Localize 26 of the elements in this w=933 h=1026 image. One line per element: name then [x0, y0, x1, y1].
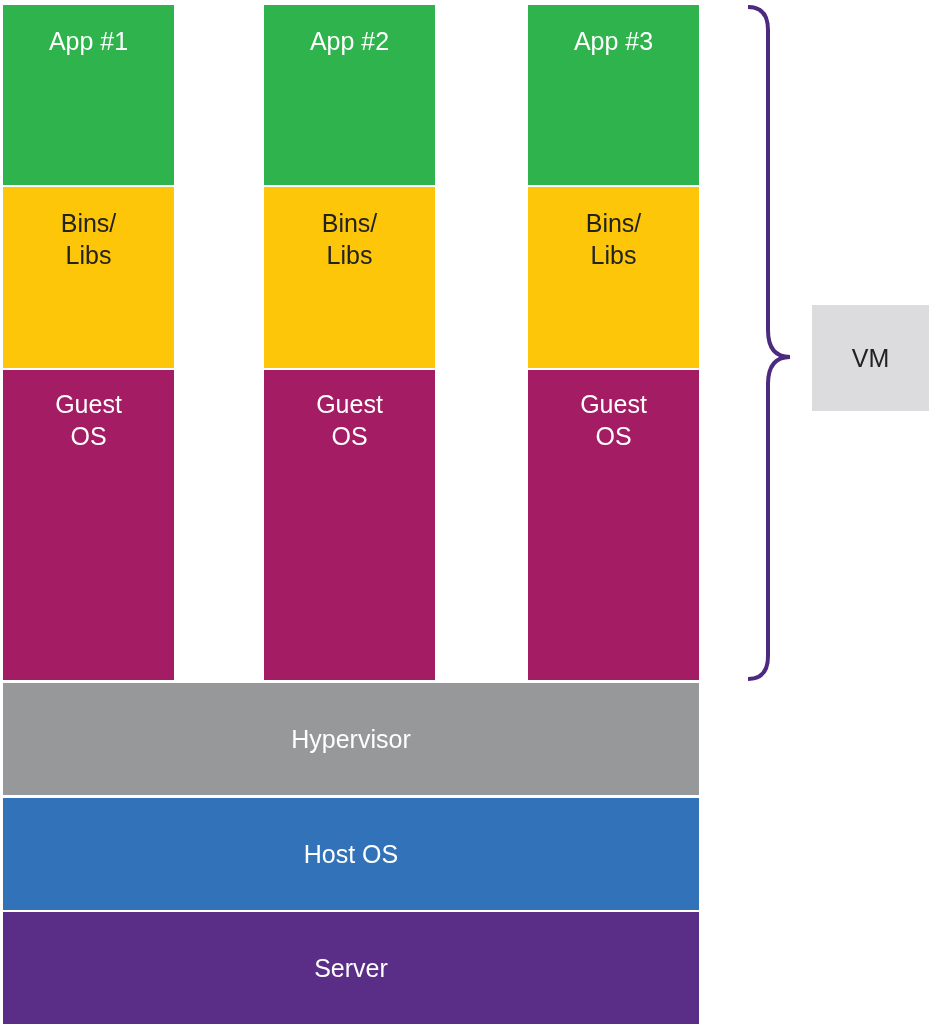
layer-label: Guest OS [579, 389, 648, 452]
layer-label: Bins/ Libs [584, 208, 643, 271]
layer-label: Server [313, 953, 389, 984]
guest-os-box [264, 370, 435, 680]
layer-label: Host OS [302, 839, 400, 870]
layer-label: App #2 [308, 26, 391, 57]
library-layer-box [528, 187, 699, 368]
layer-label: App #1 [47, 26, 130, 57]
layer-label: Guest OS [315, 389, 384, 452]
layer-label: Hypervisor [290, 724, 412, 755]
app-layer-box [264, 5, 435, 185]
app-layer-box [528, 5, 699, 185]
server-layer-box [3, 912, 699, 1024]
layer-label: App #3 [572, 26, 655, 57]
vm-label-box [812, 305, 929, 411]
library-layer-box [3, 187, 174, 368]
layer-label: Bins/ Libs [59, 208, 118, 271]
app-layer-box [3, 5, 174, 185]
guest-os-box [3, 370, 174, 680]
layer-label: Bins/ Libs [320, 208, 379, 271]
hypervisor-layer-box [3, 683, 699, 795]
layer-label: VM [850, 343, 891, 374]
library-layer-box [264, 187, 435, 368]
host-os-layer-box [3, 798, 699, 910]
guest-os-box [528, 370, 699, 680]
layer-label: Guest OS [54, 389, 123, 452]
